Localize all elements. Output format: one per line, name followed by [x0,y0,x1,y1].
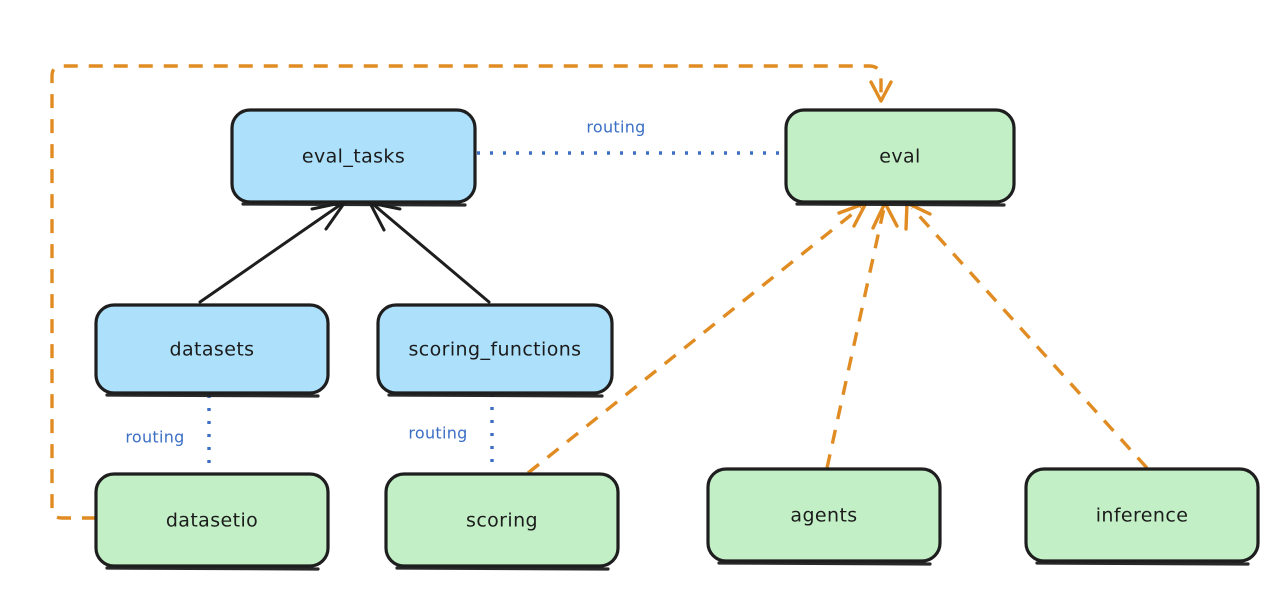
node-agents[interactable]: agents [706,467,942,566]
edge-inference-to-eval-path [910,206,1149,470]
node-eval-label: eval [879,146,920,168]
edge-datasets-to-eval_tasks-path [198,203,342,304]
node-agents-box[interactable] [706,467,942,563]
node-agents-label: agents [790,505,857,527]
node-scoring-box[interactable] [384,472,620,568]
node-eval_tasks[interactable]: eval_tasks [230,108,477,207]
node-datasets-box[interactable] [94,303,330,395]
node-datasets-shadow [105,393,320,398]
node-scoring[interactable]: scoring [384,472,620,571]
node-eval_tasks-label: eval_tasks [302,146,405,168]
node-datasets-label: datasets [170,339,255,361]
node-layer: eval_tasks eval datasets scoring_functio… [94,108,1260,571]
edge-scoring_functions-to-eval_tasks [368,201,491,304]
node-scoring_functions[interactable]: scoring_functions [376,303,614,398]
edge-label-routing-datasetio: routing [125,428,184,447]
edge-agents-to-eval-arrowhead [871,201,899,230]
node-inference-label: inference [1096,505,1189,527]
edge-agents-to-eval-path [825,207,886,469]
node-eval_tasks-shadow [241,202,467,207]
node-scoring_functions-label: scoring_functions [409,339,582,361]
node-inference-box[interactable] [1024,467,1260,563]
node-eval[interactable]: eval [784,108,1016,207]
node-scoring_functions-box[interactable] [376,303,614,395]
edge-agents-to-eval [825,201,899,469]
node-datasetio-shadow [105,566,320,571]
node-datasets[interactable]: datasets [94,303,330,398]
edge-scoring_functions-to-eval_tasks-path [372,203,491,304]
node-eval-shadow [795,202,1006,207]
edge-eval_tasks-to-eval: routing [477,118,784,155]
edge-datasets-to-eval_tasks [198,200,347,304]
edge-scoring-to-eval-path [526,205,863,475]
edge-datasetio-to-eval-arrowhead [869,80,893,103]
edge-datasets-to-datasetio: routing [125,395,211,472]
edge-datasetio-to-eval [50,64,893,520]
node-agents-shadow [717,561,932,566]
edge-label-routing-scoring: routing [408,424,467,443]
node-eval_tasks-box[interactable] [230,108,477,204]
node-scoring_functions-shadow [387,393,604,398]
node-datasetio-box[interactable] [94,472,330,568]
edge-scoring_functions-to-scoring: routing [408,394,494,472]
node-scoring-shadow [395,566,610,571]
node-scoring-label: scoring [466,510,538,532]
node-datasetio-label: datasetio [166,510,258,532]
node-inference-shadow [1035,561,1250,566]
node-inference[interactable]: inference [1024,467,1260,566]
edge-inference-to-eval [904,201,1149,470]
node-eval-box[interactable] [784,108,1016,204]
node-datasetio[interactable]: datasetio [94,472,330,571]
edge-label-routing-eval: routing [586,118,645,137]
